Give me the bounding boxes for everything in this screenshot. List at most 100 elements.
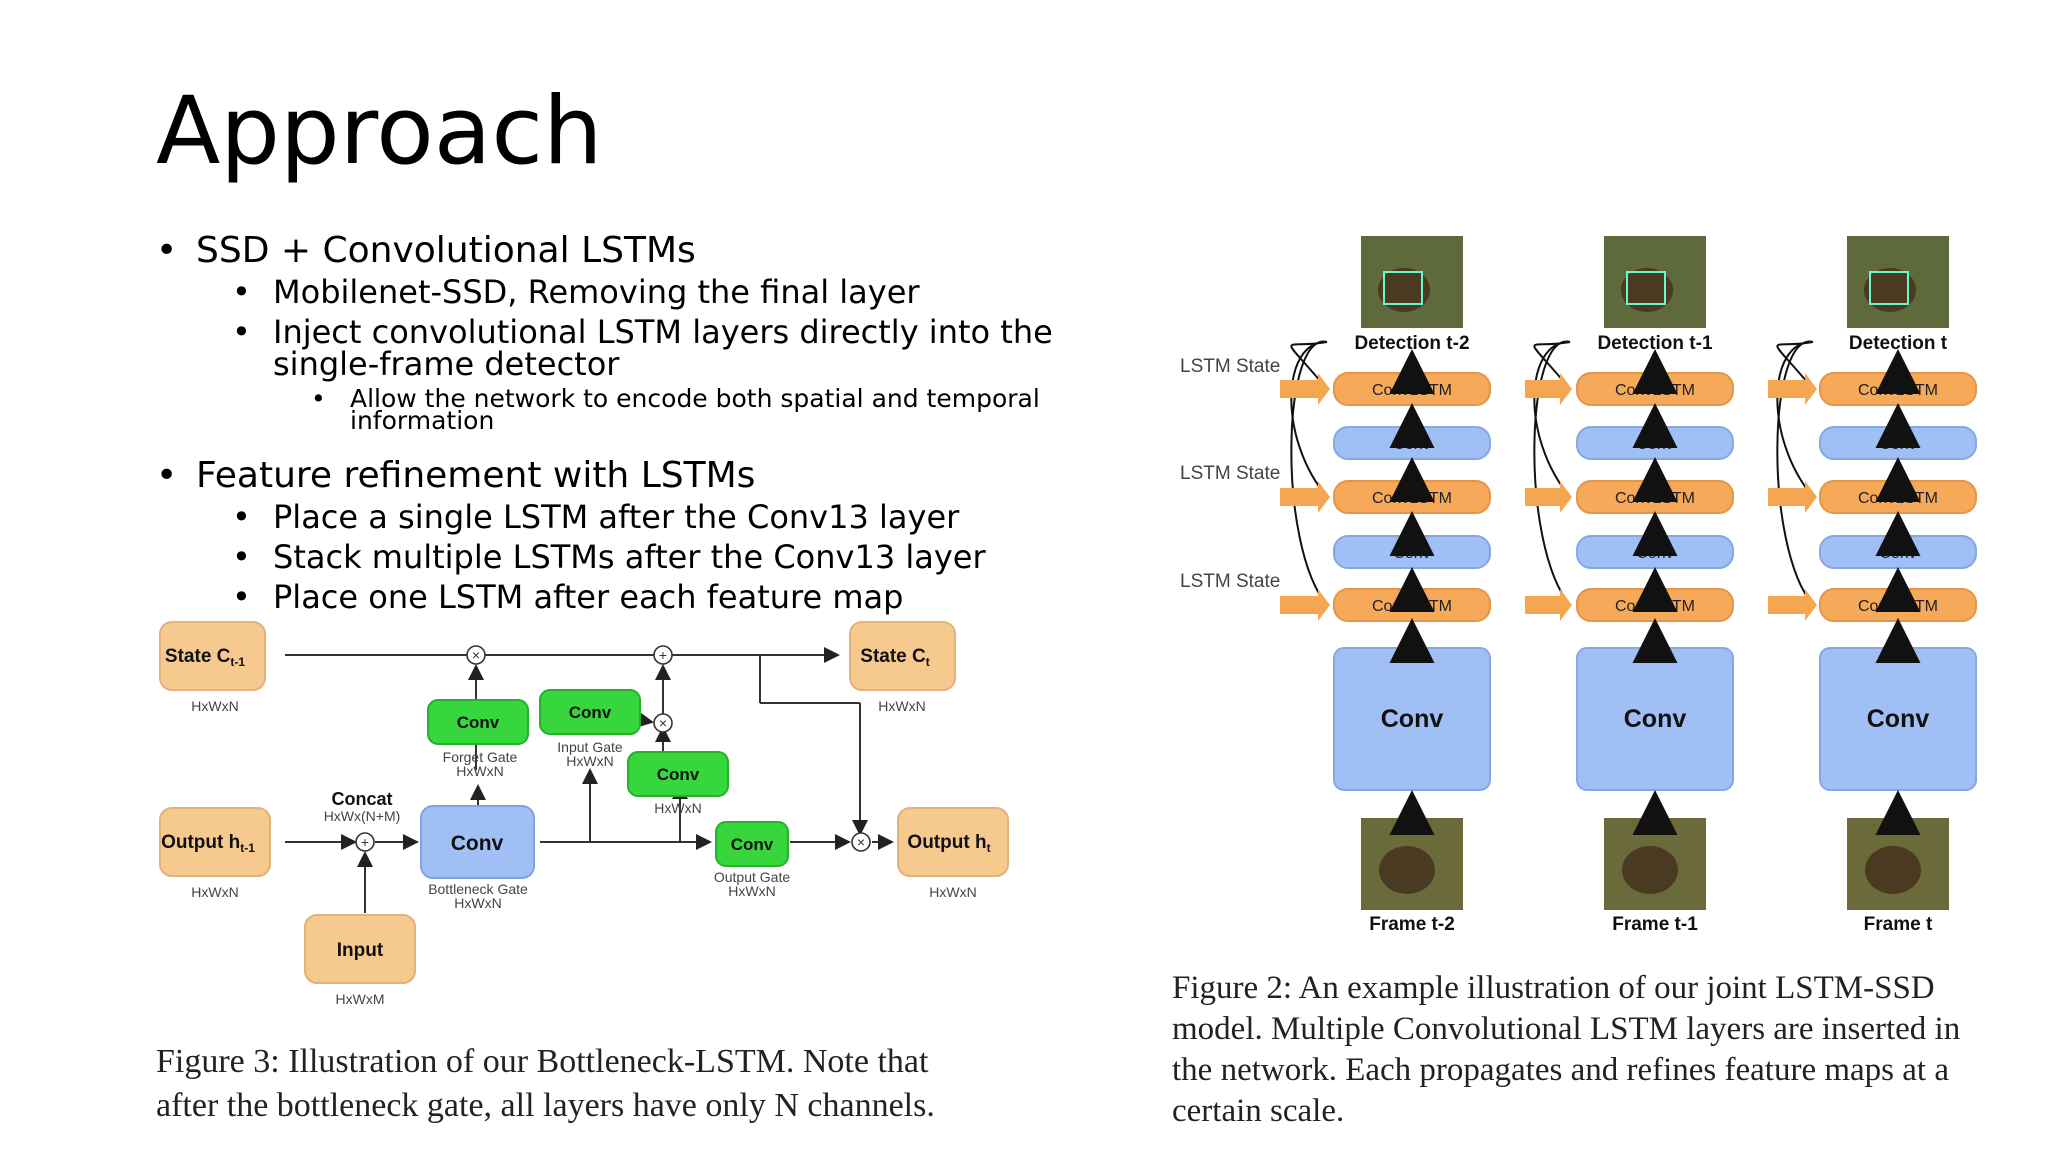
conv-small-label-0-1: Conv bbox=[1393, 545, 1430, 562]
detection-label-2: Detection t bbox=[1849, 333, 1948, 354]
input-label: Input bbox=[337, 940, 384, 961]
lstm-state-label-2: LSTM State bbox=[1180, 463, 1280, 484]
convlstm-label-0-2: ConvLSTM bbox=[1372, 598, 1452, 615]
forget-gate-label: Forget Gate bbox=[443, 749, 518, 765]
frame-label-0: Frame t-2 bbox=[1369, 914, 1455, 935]
bottleneck-lstm-diagram: × + × × + State Ct-1 State Ct Output ht-… bbox=[159, 621, 1009, 1007]
state-curve-2-1 bbox=[1776, 340, 1814, 498]
orange-arrow-0-1 bbox=[1525, 373, 1572, 405]
output-prev-label: Output ht-1 bbox=[161, 832, 255, 855]
state-curve-1-0 bbox=[1533, 341, 1571, 390]
conv-small-label-2-0: Conv bbox=[1879, 436, 1916, 453]
frame-bear-0 bbox=[1379, 846, 1435, 894]
orange-arrow-0-2 bbox=[1768, 373, 1817, 405]
state-curve-1-2 bbox=[1533, 340, 1571, 606]
bear-shape-2 bbox=[1864, 268, 1916, 312]
conv-small-label-0-0: Conv bbox=[1393, 436, 1430, 453]
convlstm-label-1-2: ConvLSTM bbox=[1615, 598, 1695, 615]
bottleneck-gate-label: Bottleneck Gate bbox=[428, 881, 528, 897]
bullet-stack-lstm: Stack multiple LSTMs after the Conv13 la… bbox=[156, 541, 1116, 573]
figure3-caption: Figure 3: Illustration of our Bottleneck… bbox=[156, 1043, 935, 1124]
bullet-single-lstm: Place a single LSTM after the Conv13 lay… bbox=[156, 501, 1116, 533]
lstm-state-label-1: LSTM State bbox=[1180, 356, 1280, 377]
bullet-inject-lstm: Inject convolutional LSTM layers directl… bbox=[156, 316, 1073, 380]
state-curve-0-0 bbox=[1290, 341, 1328, 390]
bullet-list: SSD + Convolutional LSTMs Mobilenet-SSD,… bbox=[156, 232, 1116, 621]
dim-bottleneck: HxWxN bbox=[454, 895, 501, 911]
convlstm-label-0-1: ConvLSTM bbox=[1372, 490, 1452, 507]
orange-arrow-1-2 bbox=[1768, 481, 1817, 513]
frame-label-2: Frame t bbox=[1864, 914, 1933, 935]
dim-candidate: HxWxN bbox=[654, 800, 701, 816]
orange-arrow-0-0 bbox=[1280, 373, 1330, 405]
dim-input: HxWxM bbox=[336, 991, 385, 1007]
state-curve-2-2 bbox=[1776, 340, 1814, 606]
frame-label-1: Frame t-1 bbox=[1612, 914, 1698, 935]
bear-shape-1 bbox=[1621, 268, 1673, 312]
bullet-one-lstm-each: Place one LSTM after each feature map bbox=[156, 581, 1116, 613]
state-prev-label: State Ct-1 bbox=[165, 646, 245, 669]
output-conv-label: Conv bbox=[731, 835, 774, 854]
state-curve-1-1 bbox=[1533, 340, 1571, 498]
bullet-spatial-temporal: Allow the network to encode both spatial… bbox=[156, 386, 1070, 434]
conv-small-label-2-1: Conv bbox=[1879, 545, 1916, 562]
svg-text:+: + bbox=[659, 647, 667, 663]
lstm-state-label-3: LSTM State bbox=[1180, 571, 1280, 592]
convlstm-label-1-0: ConvLSTM bbox=[1615, 382, 1695, 399]
svg-text:×: × bbox=[857, 834, 865, 850]
state-cur-label: State Ct bbox=[860, 646, 929, 669]
detection-box-1 bbox=[1626, 271, 1666, 305]
svg-text:×: × bbox=[659, 715, 667, 731]
detection-box-0 bbox=[1383, 271, 1423, 305]
convlstm-label-2-2: ConvLSTM bbox=[1858, 598, 1938, 615]
dim-input-gate: HxWxN bbox=[566, 753, 613, 769]
bullet-feature-refinement: Feature refinement with LSTMs bbox=[156, 456, 1116, 495]
conv-big-label-1: Conv bbox=[1624, 705, 1687, 733]
dim-concat: HxWx(N+M) bbox=[324, 808, 401, 824]
svg-text:×: × bbox=[472, 647, 480, 663]
bullet-mobilenet: Mobilenet-SSD, Removing the final layer bbox=[156, 276, 1116, 308]
convlstm-label-2-0: ConvLSTM bbox=[1858, 382, 1938, 399]
bear-shape-0 bbox=[1378, 268, 1430, 312]
conv-small-label-1-0: Conv bbox=[1636, 436, 1673, 453]
dim-state-cur: HxWxN bbox=[878, 698, 925, 714]
bottleneck-conv-label: Conv bbox=[451, 832, 504, 855]
detection-label-1: Detection t-1 bbox=[1597, 333, 1713, 354]
output-gate-label: Output Gate bbox=[714, 869, 790, 885]
slide-title: Approach bbox=[156, 77, 603, 186]
concat-label: Concat bbox=[331, 789, 392, 809]
candidate-conv-label: Conv bbox=[657, 765, 700, 784]
orange-arrow-2-1 bbox=[1525, 589, 1572, 621]
dim-state-prev: HxWxN bbox=[191, 698, 238, 714]
forget-conv-label: Conv bbox=[457, 713, 500, 732]
output-cur-label: Output ht bbox=[907, 832, 990, 855]
state-curve-0-1 bbox=[1290, 340, 1328, 498]
dim-forget: HxWxN bbox=[456, 763, 503, 779]
detection-label-0: Detection t-2 bbox=[1354, 333, 1469, 354]
orange-arrow-1-1 bbox=[1525, 481, 1572, 513]
frame-bear-2 bbox=[1865, 846, 1921, 894]
orange-arrow-1-0 bbox=[1280, 481, 1330, 513]
frame-bear-1 bbox=[1622, 846, 1678, 894]
state-curve-2-0 bbox=[1776, 341, 1814, 390]
orange-arrow-2-2 bbox=[1768, 589, 1817, 621]
input-gate-label: Input Gate bbox=[557, 739, 623, 755]
dim-output-prev: HxWxN bbox=[191, 884, 238, 900]
bullet-ssd-convlstm: SSD + Convolutional LSTMs bbox=[156, 232, 1116, 270]
input-conv-label: Conv bbox=[569, 703, 612, 722]
figure2-caption: Figure 2: An example illustration of our… bbox=[1172, 970, 1961, 1129]
dim-output-gate: HxWxN bbox=[728, 883, 775, 899]
convlstm-label-0-0: ConvLSTM bbox=[1372, 382, 1452, 399]
detection-box-2 bbox=[1869, 271, 1909, 305]
conv-big-label-2: Conv bbox=[1867, 705, 1930, 733]
conv-big-label-0: Conv bbox=[1381, 705, 1444, 733]
convlstm-label-2-1: ConvLSTM bbox=[1858, 490, 1938, 507]
dim-output-cur: HxWxN bbox=[929, 884, 976, 900]
orange-arrow-2-0 bbox=[1280, 589, 1330, 621]
conv-small-label-1-1: Conv bbox=[1636, 545, 1673, 562]
convlstm-label-1-1: ConvLSTM bbox=[1615, 490, 1695, 507]
svg-text:+: + bbox=[361, 834, 369, 850]
state-curve-0-2 bbox=[1290, 340, 1328, 606]
